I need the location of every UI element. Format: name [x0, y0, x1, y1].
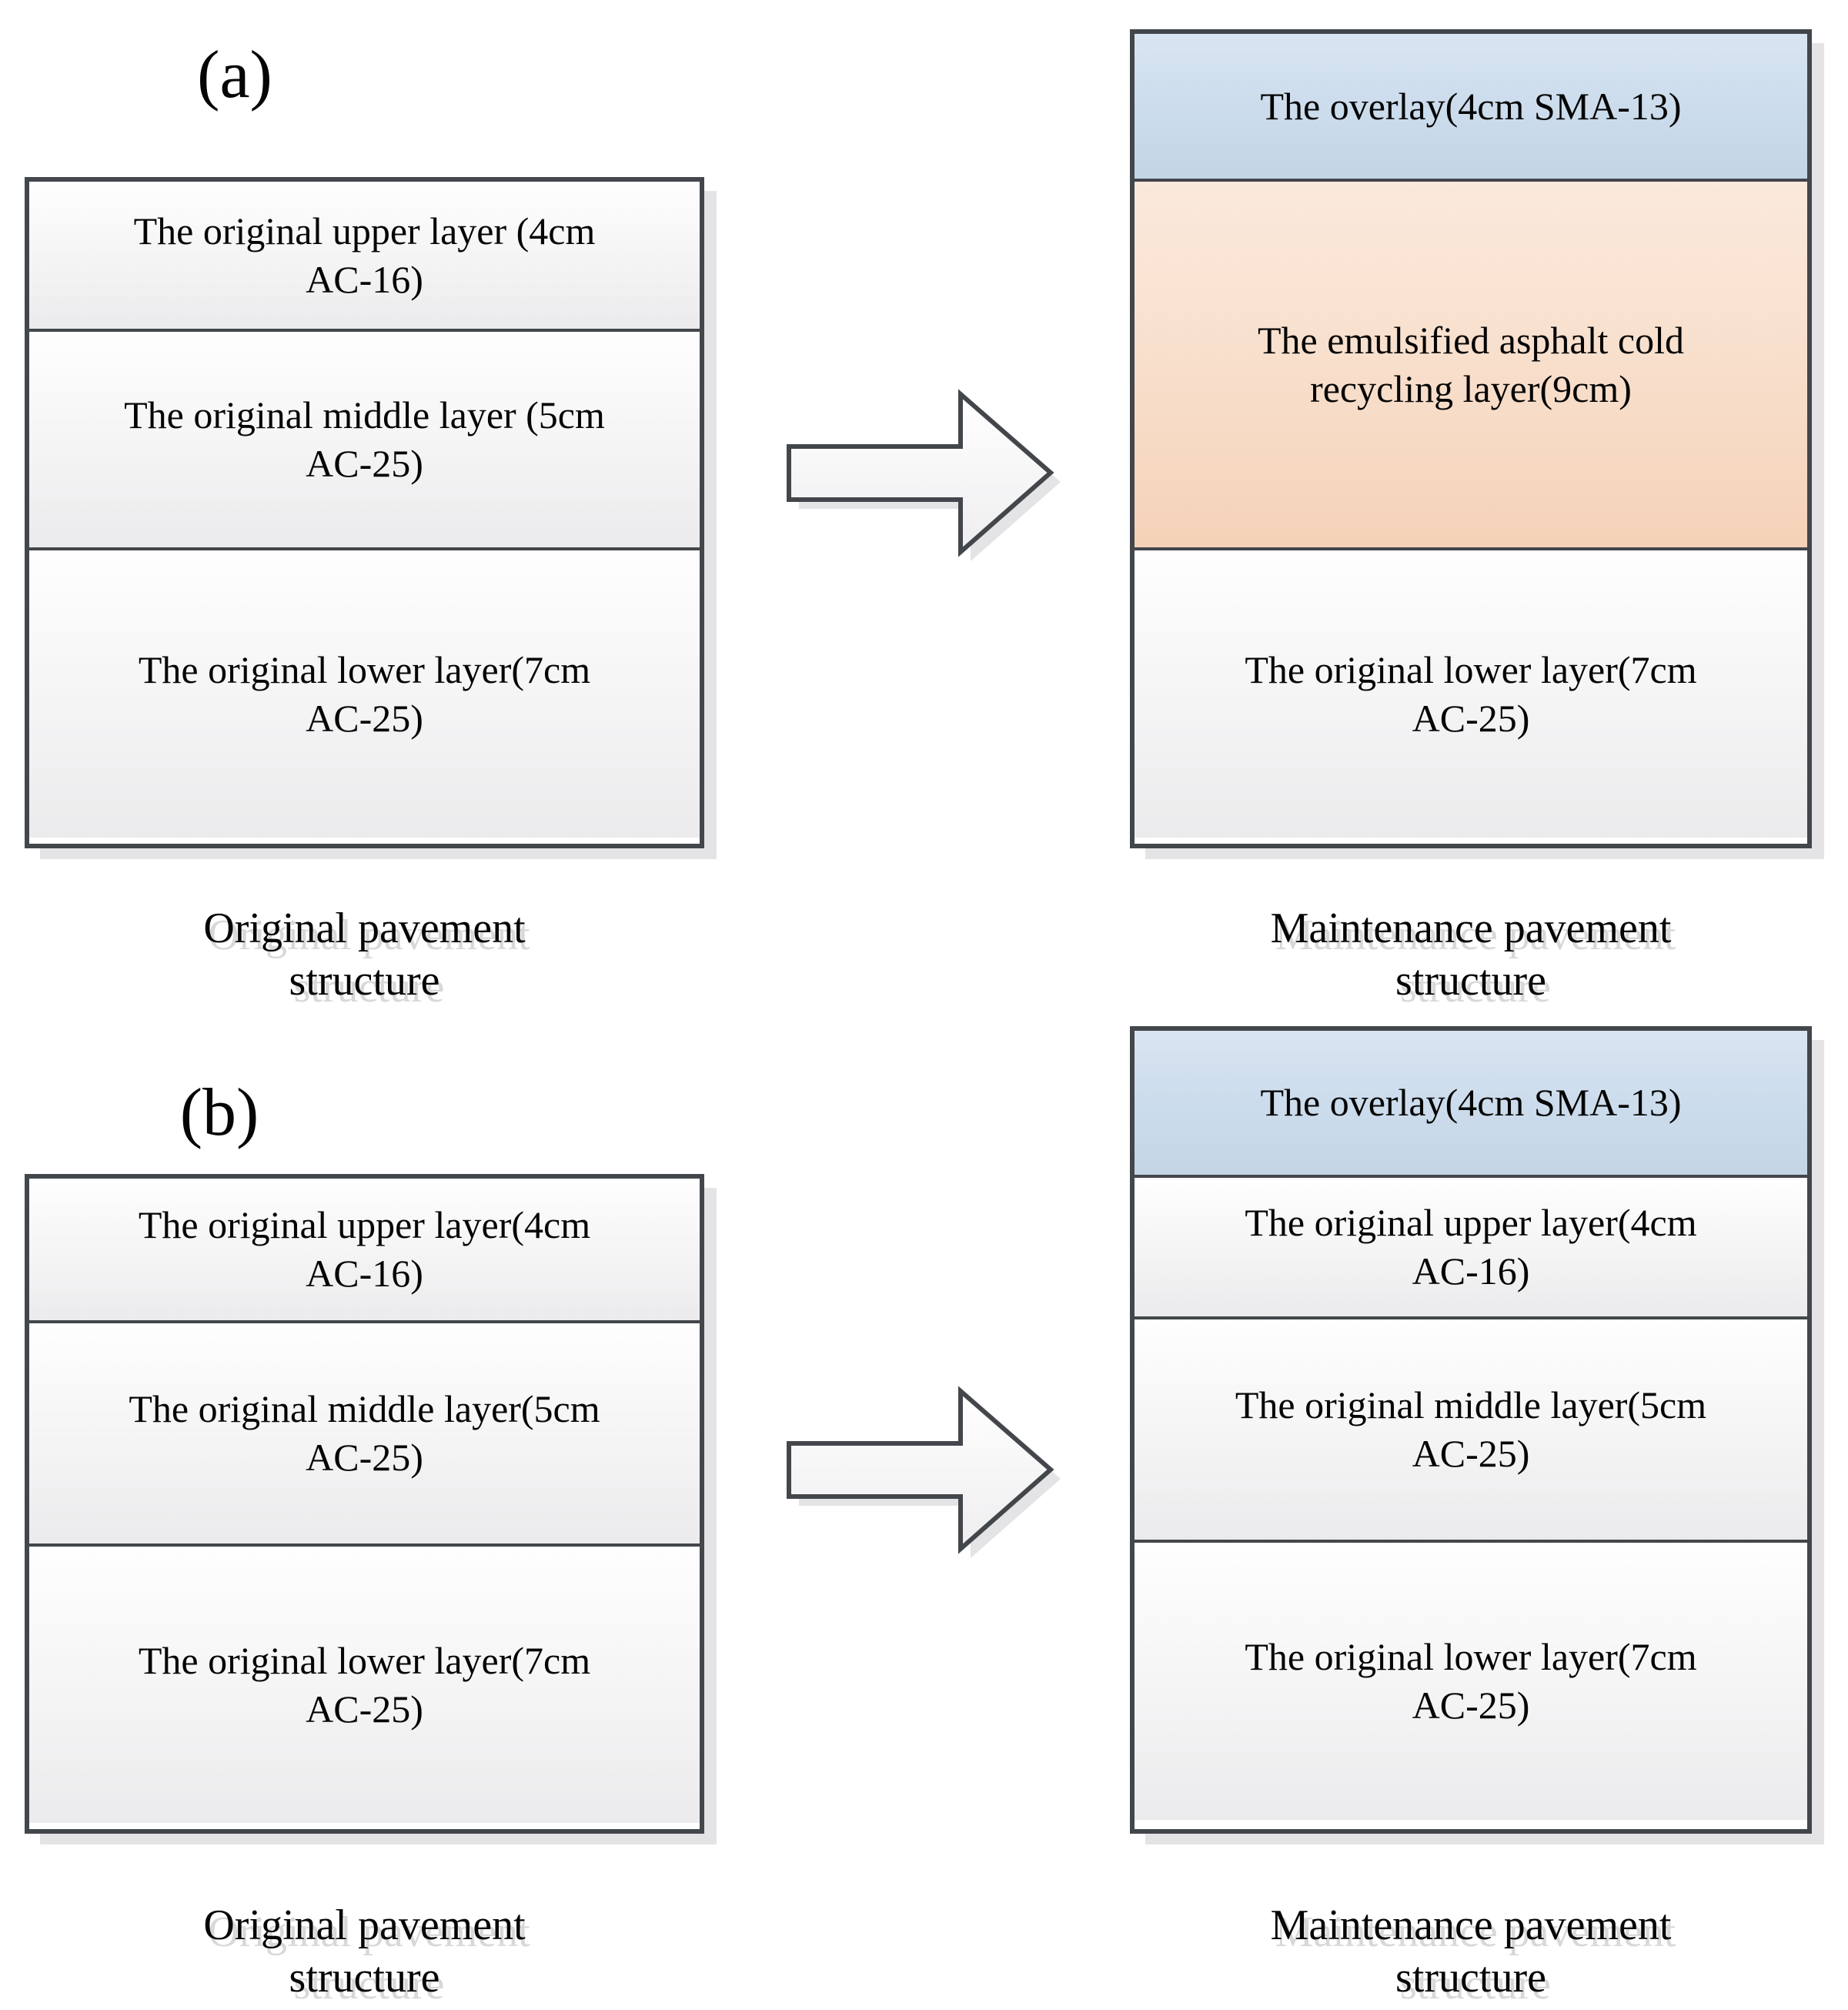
layer-original-lower: The original lower layer(7cm AC-25)	[1135, 547, 1807, 838]
layer-label: The original lower layer(7cm AC-25)	[138, 1638, 591, 1731]
layer-original-middle: The original middle layer(5cm AC-25)	[1135, 1316, 1807, 1540]
layer-label: The original middle layer(5cm AC-25)	[1235, 1383, 1707, 1475]
layer-original-upper: The original upper layer(4cm AC-16)	[29, 1179, 700, 1320]
layer-overlay: The overlay(4cm SMA-13)	[1135, 1031, 1807, 1175]
panel-b-label: (b)	[179, 1075, 259, 1150]
layer-label: The original upper layer(4cm AC-16)	[1245, 1201, 1697, 1293]
layer-original-lower: The original lower layer(7cm AC-25)	[29, 547, 700, 838]
caption-maintenance-structure: Maintenance pavement structure	[1270, 1901, 1672, 2002]
layer-label: The emulsified asphalt cold recycling la…	[1257, 318, 1684, 410]
right-arrow-icon	[787, 389, 1061, 561]
layer-label: The original lower layer(7cm AC-25)	[1245, 1635, 1697, 1727]
arrow-body	[787, 389, 1054, 557]
panel-b-maintenance-box: The overlay(4cm SMA-13) The original upp…	[1130, 1026, 1812, 1834]
layer-original-lower: The original lower layer(7cm AC-25)	[29, 1543, 700, 1823]
layer-label: The original upper layer (4cm AC-16)	[133, 209, 596, 301]
layer-label: The overlay(4cm SMA-13)	[1260, 1081, 1682, 1124]
layer-original-upper: The original upper layer (4cm AC-16)	[29, 182, 700, 329]
arrow-body	[787, 1386, 1054, 1554]
panel-a-original-box: The original upper layer (4cm AC-16) The…	[25, 177, 704, 848]
panel-a-maintenance-box: The overlay(4cm SMA-13) The emulsified a…	[1130, 29, 1812, 848]
layer-label: The original middle layer (5cm AC-25)	[124, 393, 605, 485]
panel-a-label: (a)	[197, 38, 272, 112]
panel-b-original-box: The original upper layer(4cm AC-16) The …	[25, 1174, 704, 1834]
layer-label: The original lower layer(7cm AC-25)	[138, 647, 591, 740]
layer-label: The overlay(4cm SMA-13)	[1260, 84, 1682, 128]
layer-label: The original middle layer(5cm AC-25)	[129, 1387, 600, 1479]
layer-label: The original upper layer(4cm AC-16)	[138, 1203, 591, 1295]
layer-cold-recycling: The emulsified asphalt cold recycling la…	[1135, 179, 1807, 547]
right-arrow-icon	[787, 1386, 1061, 1558]
caption-maintenance-structure: Maintenance pavement structure	[1270, 905, 1672, 1005]
layer-original-upper: The original upper layer(4cm AC-16)	[1135, 1175, 1807, 1316]
layer-original-lower: The original lower layer(7cm AC-25)	[1135, 1540, 1807, 1820]
layer-original-middle: The original middle layer (5cm AC-25)	[29, 329, 700, 547]
caption-original-structure: Original pavement structure	[203, 905, 526, 1005]
layer-original-middle: The original middle layer(5cm AC-25)	[29, 1320, 700, 1543]
layer-label: The original lower layer(7cm AC-25)	[1245, 647, 1697, 740]
layer-overlay: The overlay(4cm SMA-13)	[1135, 34, 1807, 179]
caption-original-structure: Original pavement structure	[203, 1901, 526, 2002]
